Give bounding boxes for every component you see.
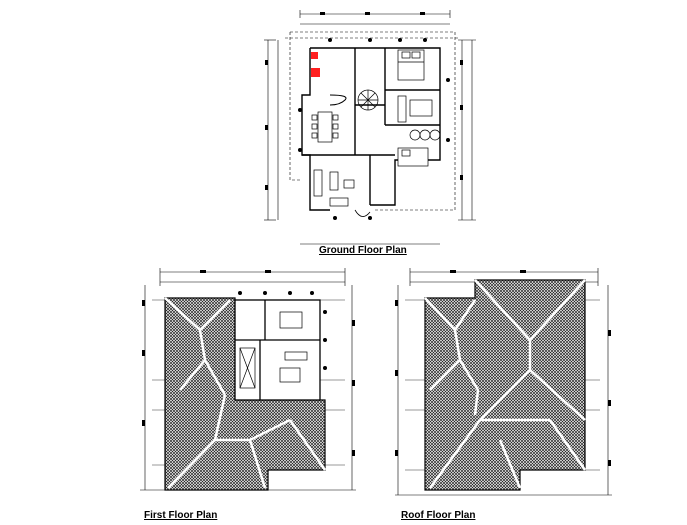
ground-floor-setback-outline bbox=[285, 31, 460, 211]
first-floor-roof-hip-lines bbox=[164, 297, 327, 489]
living-room-furniture bbox=[313, 169, 355, 207]
first-floor-rooms bbox=[234, 299, 321, 401]
lounge-sofa-set bbox=[397, 95, 441, 141]
dining-table bbox=[311, 111, 339, 143]
roof-floor-plan bbox=[395, 268, 612, 496]
ground-floor-plan-title: Ground Floor Plan bbox=[319, 245, 407, 256]
bedroom-bed bbox=[397, 49, 425, 81]
ground-floor-walls bbox=[301, 47, 441, 211]
bedroom-bed bbox=[397, 147, 429, 167]
entry-gate bbox=[354, 209, 371, 217]
roof-hip-lines bbox=[424, 279, 587, 489]
kitchen-highlight bbox=[311, 68, 320, 77]
first-floor-dimension-ticks bbox=[142, 270, 355, 456]
first-floor-plan bbox=[140, 268, 356, 491]
roof-plan-dimension-ticks bbox=[395, 270, 611, 466]
first-floor-furniture bbox=[239, 311, 308, 389]
first-floor-plan-title: First Floor Plan bbox=[144, 510, 218, 521]
ground-floor-columns bbox=[298, 38, 450, 220]
first-floor-columns bbox=[238, 291, 327, 370]
ground-floor-plan bbox=[264, 10, 476, 245]
entrance-curve bbox=[329, 94, 347, 106]
ground-floor-stairs bbox=[357, 89, 379, 111]
roof-floor-plan-title: Roof Floor Plan bbox=[401, 510, 476, 521]
ground-floor-dimension-ticks bbox=[265, 12, 463, 190]
kitchen-highlight bbox=[311, 52, 318, 59]
ground-floor-dimension-lines bbox=[264, 10, 476, 245]
